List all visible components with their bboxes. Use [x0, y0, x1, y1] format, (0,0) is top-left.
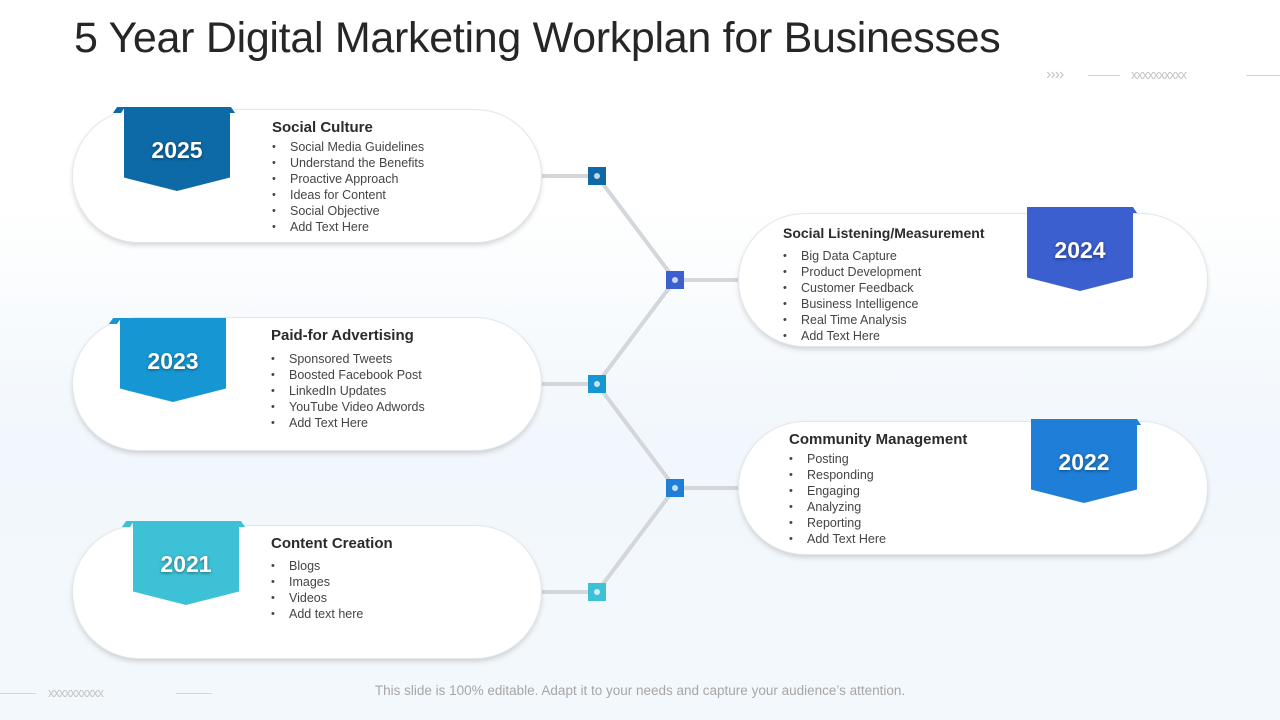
connector-2023-2022 [595, 382, 677, 490]
decor-marks-bottom: xxxxxxxxxx [48, 685, 104, 700]
list-item: Understand the Benefits [272, 155, 424, 171]
year-label: 2024 [1054, 237, 1106, 263]
slide-title: 5 Year Digital Marketing Workplan for Bu… [74, 14, 1001, 62]
year-ribbon: 2022 [1031, 419, 1137, 503]
stage-items: Social Media Guidelines Understand the B… [272, 139, 424, 235]
list-item: Reporting [789, 515, 886, 531]
list-item: Add Text Here [783, 328, 921, 344]
list-item: Customer Feedback [783, 280, 921, 296]
list-item: Add text here [271, 606, 363, 622]
decor-line [0, 693, 36, 694]
year-label: 2021 [160, 551, 212, 577]
stage-heading: Paid-for Advertising [271, 327, 414, 344]
node-2022 [666, 479, 684, 497]
node-2024 [666, 271, 684, 289]
stage-card-2022: 2022 Community Management Posting Respon… [739, 419, 1207, 554]
decor-line [1088, 75, 1120, 76]
list-item: Big Data Capture [783, 248, 921, 264]
connector-2023-2024 [595, 278, 677, 386]
stage-items: Sponsored Tweets Boosted Facebook Post L… [271, 351, 425, 431]
connector-2021-2022 [595, 486, 677, 594]
list-item: Blogs [271, 558, 363, 574]
stage-card-2024: 2024 Social Listening/Measurement Big Da… [739, 207, 1207, 346]
list-item: Add Text Here [271, 415, 425, 431]
list-item: YouTube Video Adwords [271, 399, 425, 415]
list-item: LinkedIn Updates [271, 383, 425, 399]
list-item: Add Text Here [789, 531, 886, 547]
list-item: Proactive Approach [272, 171, 424, 187]
list-item: Responding [789, 467, 886, 483]
decor-line [1246, 75, 1280, 76]
stage-card-2025: 2025 Social Culture Social Media Guideli… [73, 107, 541, 242]
node-2021 [588, 583, 606, 601]
stage-items: Posting Responding Engaging Analyzing Re… [789, 451, 886, 547]
list-item: Add Text Here [272, 219, 424, 235]
year-label: 2023 [147, 348, 199, 374]
list-item: Boosted Facebook Post [271, 367, 425, 383]
stage-items: Blogs Images Videos Add text here [271, 558, 363, 622]
list-item: Videos [271, 590, 363, 606]
list-item: Ideas for Content [272, 187, 424, 203]
list-item: Engaging [789, 483, 886, 499]
decor-line [176, 693, 212, 694]
node-2025 [588, 167, 606, 185]
list-item: Sponsored Tweets [271, 351, 425, 367]
stage-items: Big Data Capture Product Development Cus… [783, 248, 921, 344]
stage-heading: Community Management [789, 431, 968, 448]
node-2023 [588, 375, 606, 393]
footer-note: This slide is 100% editable. Adapt it to… [374, 683, 906, 698]
connector-2025-2024 [595, 174, 677, 282]
stage-card-2023: 2023 Paid-for Advertising Sponsored Twee… [73, 318, 541, 450]
list-item: Product Development [783, 264, 921, 280]
year-label: 2022 [1058, 449, 1110, 475]
year-ribbon: 2024 [1027, 207, 1133, 291]
list-item: Social Media Guidelines [272, 139, 424, 155]
year-label: 2025 [151, 137, 203, 163]
year-ribbon: 2025 [124, 107, 230, 191]
list-item: Social Objective [272, 203, 424, 219]
list-item: Real Time Analysis [783, 312, 921, 328]
list-item: Posting [789, 451, 886, 467]
decor-marks-top: xxxxxxxxxx [1131, 67, 1187, 82]
list-item: Analyzing [789, 499, 886, 515]
list-item: Business Intelligence [783, 296, 921, 312]
year-ribbon: 2023 [120, 318, 226, 402]
stage-card-2021: 2021 Content Creation Blogs Images Video… [73, 521, 541, 658]
year-ribbon: 2021 [133, 521, 239, 605]
decor-arrows: ›››› [1046, 66, 1064, 83]
stage-heading: Content Creation [271, 535, 393, 552]
stage-heading: Social Culture [272, 119, 373, 136]
list-item: Images [271, 574, 363, 590]
stage-heading: Social Listening/Measurement [783, 225, 985, 241]
